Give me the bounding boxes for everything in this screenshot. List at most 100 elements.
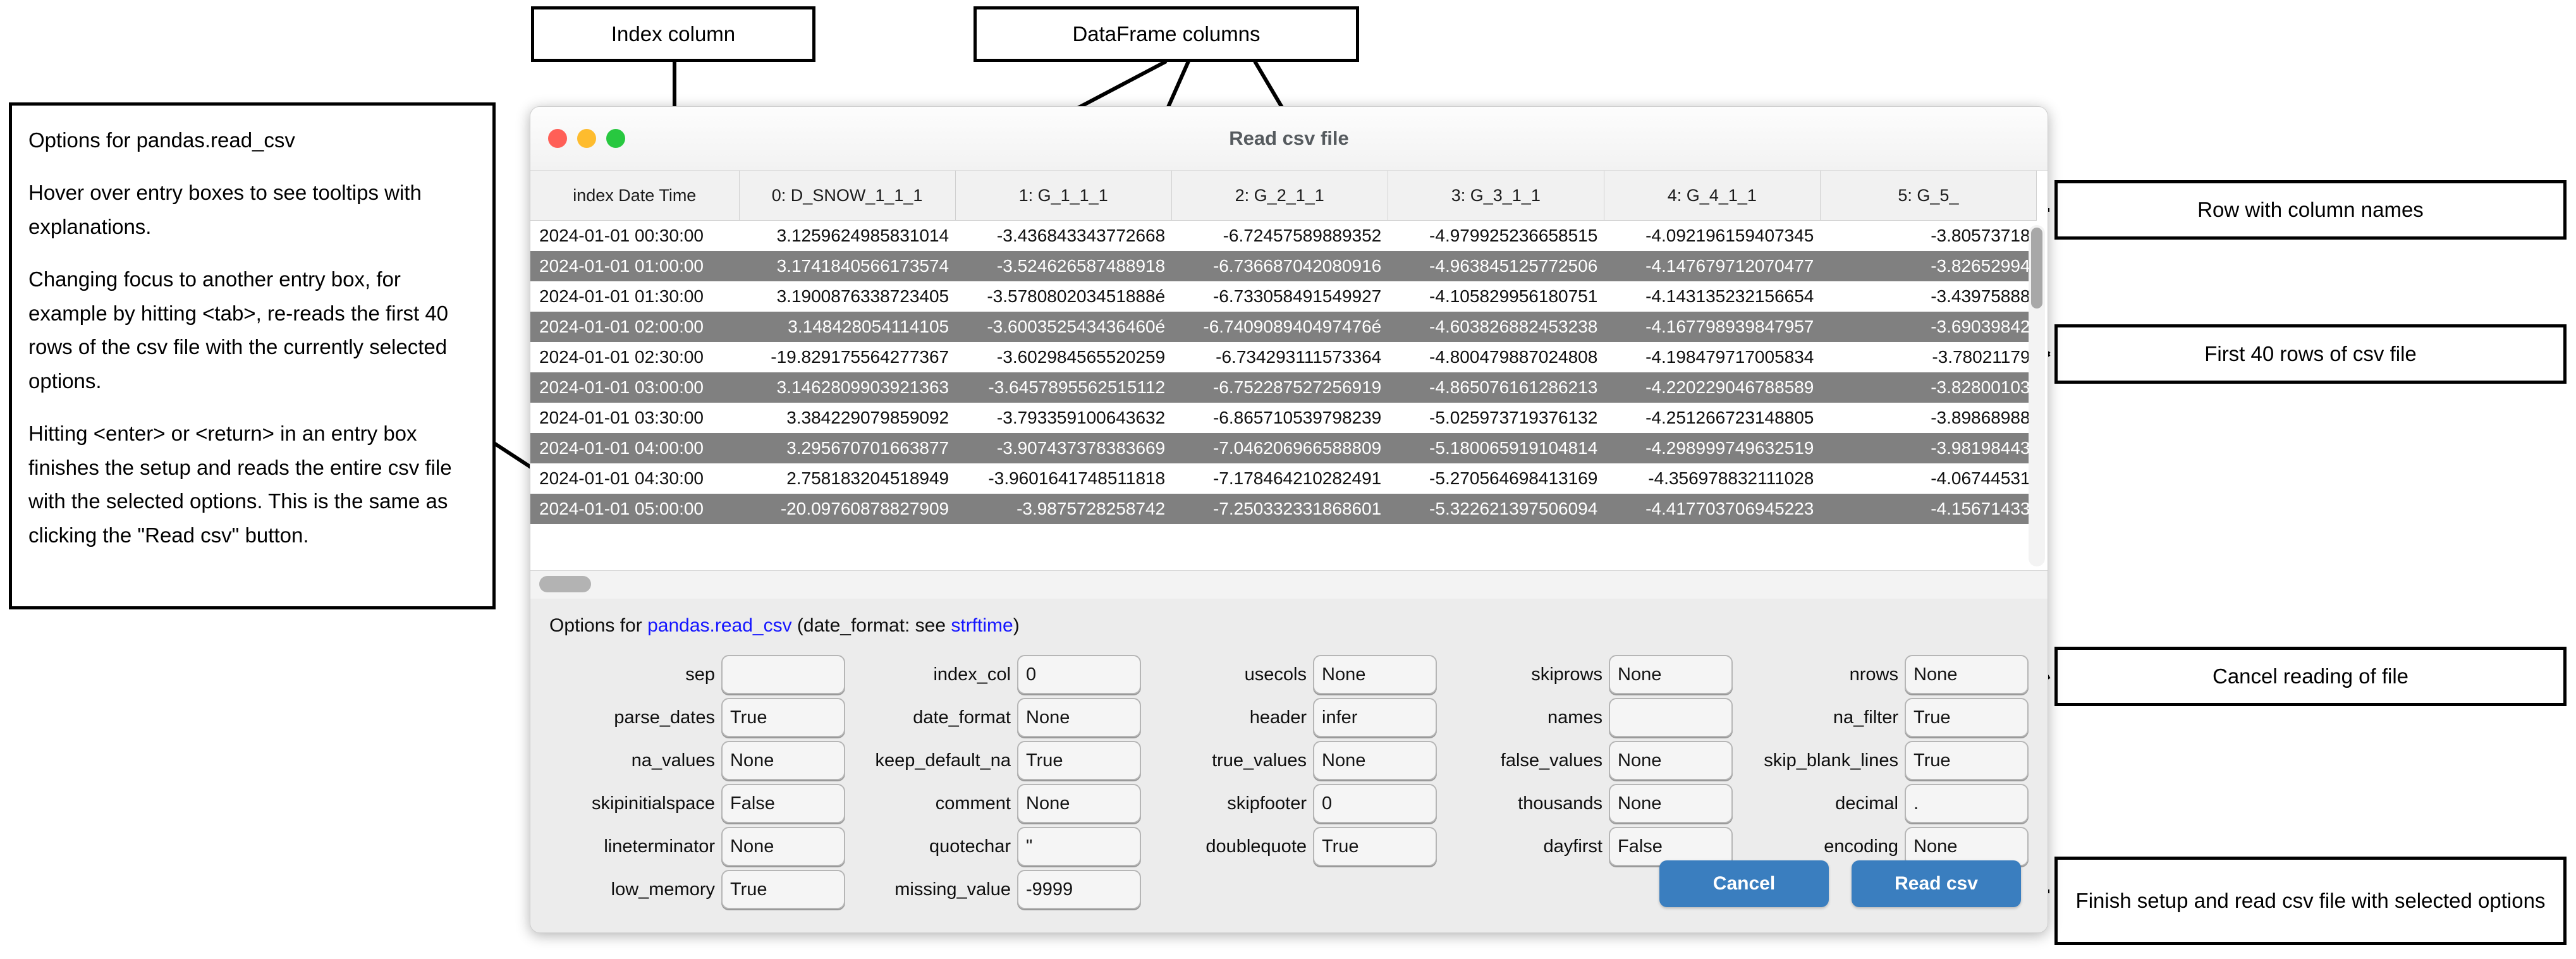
table-row[interactable]: 2024-01-01 01:30:00 3.1900876338723405 -… (530, 281, 2037, 312)
cell-index: 2024-01-01 02:30:00 (539, 347, 704, 367)
option-field-header: header infer (1141, 696, 1437, 739)
table-row[interactable]: 2024-01-01 00:30:00 3.1259624985831014 -… (530, 221, 2037, 252)
column-header[interactable]: index Date Time (530, 171, 740, 221)
column-header[interactable]: 2: G_2_1_1 (1171, 171, 1388, 221)
column-header[interactable]: 0: D_SNOW_1_1_1 (739, 171, 956, 221)
cell-value: 3.1462809903921363 (739, 372, 956, 403)
encoding-input[interactable]: None (1905, 827, 2029, 866)
option-label: header (1249, 707, 1307, 728)
parse-dates-input[interactable]: True (721, 698, 845, 737)
decimal-input[interactable]: . (1905, 784, 2029, 823)
horizontal-scrollbar-thumb[interactable] (539, 576, 591, 592)
minimize-icon[interactable] (577, 129, 596, 148)
column-header[interactable]: 5: G_5_ (1820, 171, 2037, 221)
nrows-input[interactable]: None (1905, 655, 2029, 694)
option-label: skip_blank_lines (1764, 750, 1898, 771)
column-header[interactable]: 1: G_1_1_1 (955, 171, 1172, 221)
table-row[interactable]: 2024-01-01 04:00:00 3.295670701663877 -3… (530, 433, 2037, 463)
callout-dataframe-columns: DataFrame columns (974, 6, 1359, 62)
column-header[interactable]: 3: G_3_1_1 (1388, 171, 1604, 221)
callout-first-40-rows: First 40 rows of csv file (2054, 324, 2567, 384)
sep-input[interactable] (721, 655, 845, 694)
table-body: 2024-01-01 00:30:00 3.1259624985831014 -… (530, 221, 2037, 524)
table-row[interactable]: 2024-01-01 03:00:00 3.1462809903921363 -… (530, 372, 2037, 403)
index-col-input[interactable]: 0 (1017, 655, 1141, 694)
option-field-names: names (1437, 696, 1733, 739)
skiprows-input[interactable]: None (1609, 655, 1733, 694)
option-label: comment (935, 793, 1011, 814)
option-field-skip-blank-lines: skip_blank_lines True (1733, 739, 2029, 782)
cell-value: -6.740908940497476é (1171, 312, 1388, 342)
cell-value: -6.865710539798239 (1212, 408, 1382, 427)
keep-default-na-input[interactable]: True (1017, 741, 1141, 780)
date-format-input[interactable]: None (1017, 698, 1141, 737)
option-field-na-filter: na_filter True (1733, 696, 2029, 739)
help-paragraph-3: Changing focus to another entry box, for… (28, 267, 449, 393)
cell-value: 3.1741840566173574 (739, 251, 956, 281)
cell-value: -4.198479717005834 (1645, 347, 1814, 367)
table-row[interactable]: 2024-01-01 03:30:00 3.384229079859092 -3… (530, 403, 2037, 433)
usecols-input[interactable]: None (1313, 655, 1437, 694)
option-field-decimal: decimal . (1733, 782, 2029, 825)
skip-blank-lines-input[interactable]: True (1905, 741, 2029, 780)
callout-cancel-reading: Cancel reading of file (2054, 647, 2567, 706)
cell-value: -4.356978832111028 (1648, 468, 1814, 488)
option-field-parse-dates: parse_dates True (549, 696, 845, 739)
option-label: index_col (933, 664, 1011, 685)
table-row[interactable]: 2024-01-01 05:00:00 -20.09760878827909 -… (530, 494, 2037, 524)
option-field-false-values: false_values None (1437, 739, 1733, 782)
low-memory-input[interactable]: True (721, 870, 845, 909)
callout-dataframe-columns-label: DataFrame columns (1072, 21, 1261, 46)
help-paragraph-2: Hover over entry boxes to see tooltips w… (28, 181, 422, 238)
false-values-input[interactable]: None (1609, 741, 1733, 780)
missing-value-input[interactable]: -9999 (1017, 870, 1141, 909)
thousands-input[interactable]: None (1609, 784, 1733, 823)
cell-value: -3.80573718 (1931, 226, 2030, 245)
skipinitialspace-input[interactable]: False (721, 784, 845, 823)
option-label: encoding (1824, 836, 1898, 857)
header-input[interactable]: infer (1313, 698, 1437, 737)
table-row[interactable]: 2024-01-01 01:00:00 3.1741840566173574 -… (530, 251, 2037, 281)
options-column-1: sep parse_dates True na_values None skip… (549, 653, 845, 911)
cell-value: -3.78021179 (1932, 347, 2030, 367)
option-label: date_format (913, 707, 1011, 728)
skipfooter-input[interactable]: 0 (1313, 784, 1437, 823)
dayfirst-input[interactable]: False (1609, 827, 1733, 866)
comment-input[interactable]: None (1017, 784, 1141, 823)
maximize-icon[interactable] (606, 129, 625, 148)
cell-value: -3.6457895562515112 (955, 372, 1172, 403)
option-field-skipfooter: skipfooter 0 (1141, 782, 1437, 825)
read-csv-button[interactable]: Read csv (1852, 860, 2021, 907)
column-header[interactable]: 4: G_4_1_1 (1604, 171, 1821, 221)
true-values-input[interactable]: None (1313, 741, 1437, 780)
cell-value: -4.603826882453238 (1388, 312, 1604, 342)
callout-index-column: Index column (531, 6, 815, 62)
table-row[interactable]: 2024-01-01 02:00:00 3.148428054114105 -3… (530, 312, 2037, 342)
pandas-read-csv-link[interactable]: pandas.read_csv (647, 615, 792, 636)
na-filter-input[interactable]: True (1905, 698, 2029, 737)
quotechar-input[interactable]: " (1017, 827, 1141, 866)
doublequote-input[interactable]: True (1313, 827, 1437, 866)
cell-value: -4.092196159407345 (1645, 226, 1814, 245)
strftime-link[interactable]: strftime (951, 615, 1013, 636)
cell-value: -3.578080203451888é (987, 286, 1166, 306)
lineterminator-input[interactable]: None (721, 827, 845, 866)
option-label: lineterminator (604, 836, 715, 857)
table-row[interactable]: 2024-01-01 04:30:00 2.758183204518949 -3… (530, 463, 2037, 494)
window-title: Read csv file (1229, 127, 1349, 149)
table-header-row: index Date Time 0: D_SNOW_1_1_1 1: G_1_1… (530, 171, 2037, 221)
vertical-scrollbar-thumb[interactable] (2031, 228, 2042, 308)
help-paragraph-4: Hitting <enter> or <return> in an entry … (28, 422, 452, 547)
cell-value: -3.98198443 (1820, 433, 2037, 463)
cancel-button[interactable]: Cancel (1659, 860, 1829, 907)
names-input[interactable] (1609, 698, 1733, 737)
na-values-input[interactable]: None (721, 741, 845, 780)
close-icon[interactable] (548, 129, 567, 148)
table-row[interactable]: 2024-01-01 02:30:00 -19.829175564277367 … (530, 342, 2037, 372)
cell-value: -3.9875728258742 (955, 494, 1172, 524)
options-column-3: usecols None header infer true_values No… (1141, 653, 1437, 911)
vertical-scrollbar[interactable] (2029, 225, 2045, 566)
option-label: skiprows (1531, 664, 1602, 685)
callout-finish-setup-label: Finish setup and read csv file with sele… (2075, 888, 2546, 912)
horizontal-scrollbar[interactable] (530, 571, 2048, 599)
